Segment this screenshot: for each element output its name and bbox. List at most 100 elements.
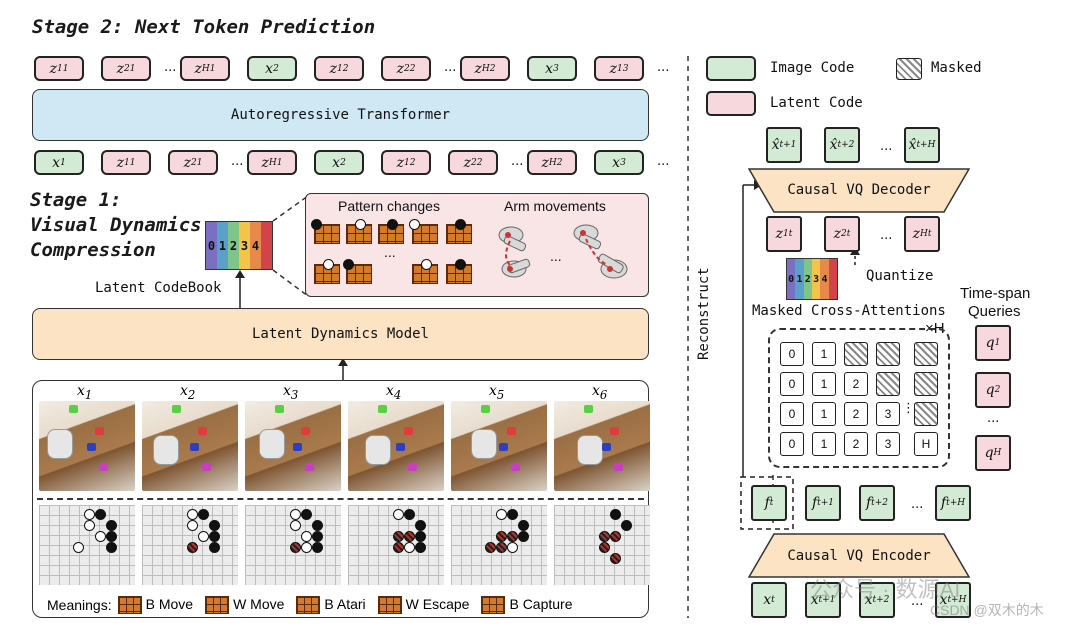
object-block <box>602 443 611 451</box>
go-stone <box>610 531 621 542</box>
go-stone <box>301 542 312 553</box>
object-block <box>499 443 508 451</box>
go-stone <box>621 520 632 531</box>
object-block <box>481 405 490 413</box>
go-board <box>554 505 650 585</box>
stage1-title-line3: Compression <box>30 239 156 261</box>
meaning-icon <box>377 596 402 615</box>
robot-arm <box>365 435 391 465</box>
mask-ellipsis: ⋮ <box>902 400 915 415</box>
codebook-entry <box>261 222 272 269</box>
bottom-ellipsis: ... <box>657 154 670 169</box>
pattern-stone <box>311 219 322 230</box>
object-block <box>87 443 96 451</box>
attention-cell: 0 <box>780 402 804 426</box>
meaning-icon <box>481 596 506 615</box>
object-block <box>202 463 211 471</box>
go-stone <box>415 531 426 542</box>
object-block <box>275 405 284 413</box>
meaning-text: B Atari <box>324 595 366 612</box>
arm-movement-illustration <box>498 224 628 279</box>
go-board <box>245 505 341 585</box>
go-stone <box>610 553 621 564</box>
pattern-stone <box>455 219 466 230</box>
go-stone <box>187 509 198 520</box>
go-stone <box>95 531 106 542</box>
codebook-entry: 0 <box>787 259 796 299</box>
go-stone <box>312 520 323 531</box>
masked-cell <box>844 342 868 366</box>
go-stone <box>507 531 518 542</box>
legend-image-code-swatch <box>706 56 756 81</box>
go-boards-row <box>39 505 650 587</box>
attention-cell: 1 <box>812 432 836 456</box>
go-stone <box>106 542 117 553</box>
object-block <box>198 427 207 435</box>
robot-frame-image <box>142 401 238 491</box>
go-stone <box>106 531 117 542</box>
codebook-meaning-panel: Pattern changes Arm movements ... ... <box>305 193 649 297</box>
masked-cell <box>914 372 938 396</box>
encoder-label: Causal VQ Encoder <box>787 548 931 564</box>
autoregressive-transformer-block: Autoregressive Transformer <box>32 89 649 141</box>
frames-divider <box>37 498 644 500</box>
attention-cell: 2 <box>844 432 868 456</box>
go-board <box>39 505 135 585</box>
go-stone <box>415 542 426 553</box>
watermark-secondary: CSDN @双木的木 <box>930 602 1044 618</box>
frame-label: x1 <box>77 383 93 402</box>
pattern-stone <box>323 259 334 270</box>
decoded-frame-token: x̂t+1 <box>766 127 802 163</box>
pattern-change-icon <box>412 259 438 284</box>
watermark-primary: 公众号 · 数源AI <box>810 577 961 602</box>
top-ellipsis: ... <box>657 60 670 75</box>
robot-arm <box>259 429 285 459</box>
top-ellipsis: ... <box>164 60 177 75</box>
go-stone <box>415 520 426 531</box>
attention-cell: 0 <box>780 372 804 396</box>
bottom-ellipsis: ... <box>511 154 524 169</box>
frame-label: x5 <box>489 383 505 402</box>
pattern-stone <box>409 219 420 230</box>
object-block <box>95 427 104 435</box>
attention-cell: 2 <box>844 402 868 426</box>
robot-frame-image <box>348 401 444 491</box>
go-stone <box>393 531 404 542</box>
go-stone <box>301 509 312 520</box>
go-stone <box>95 509 106 520</box>
go-stone <box>209 520 220 531</box>
go-stone <box>187 520 198 531</box>
go-stone <box>73 542 84 553</box>
attention-cell: 3 <box>876 402 900 426</box>
decoded-frame-ellipsis: ... <box>880 139 893 154</box>
codebook-entry: 3 <box>811 259 821 299</box>
go-stone <box>84 520 95 531</box>
meaning-item: B Move <box>117 596 193 615</box>
input-frame-ellipsis: ... <box>911 594 924 609</box>
object-block <box>404 427 413 435</box>
go-stone <box>290 542 301 553</box>
object-block <box>396 443 405 451</box>
pattern-change-icon <box>311 219 340 244</box>
object-block <box>172 405 181 413</box>
